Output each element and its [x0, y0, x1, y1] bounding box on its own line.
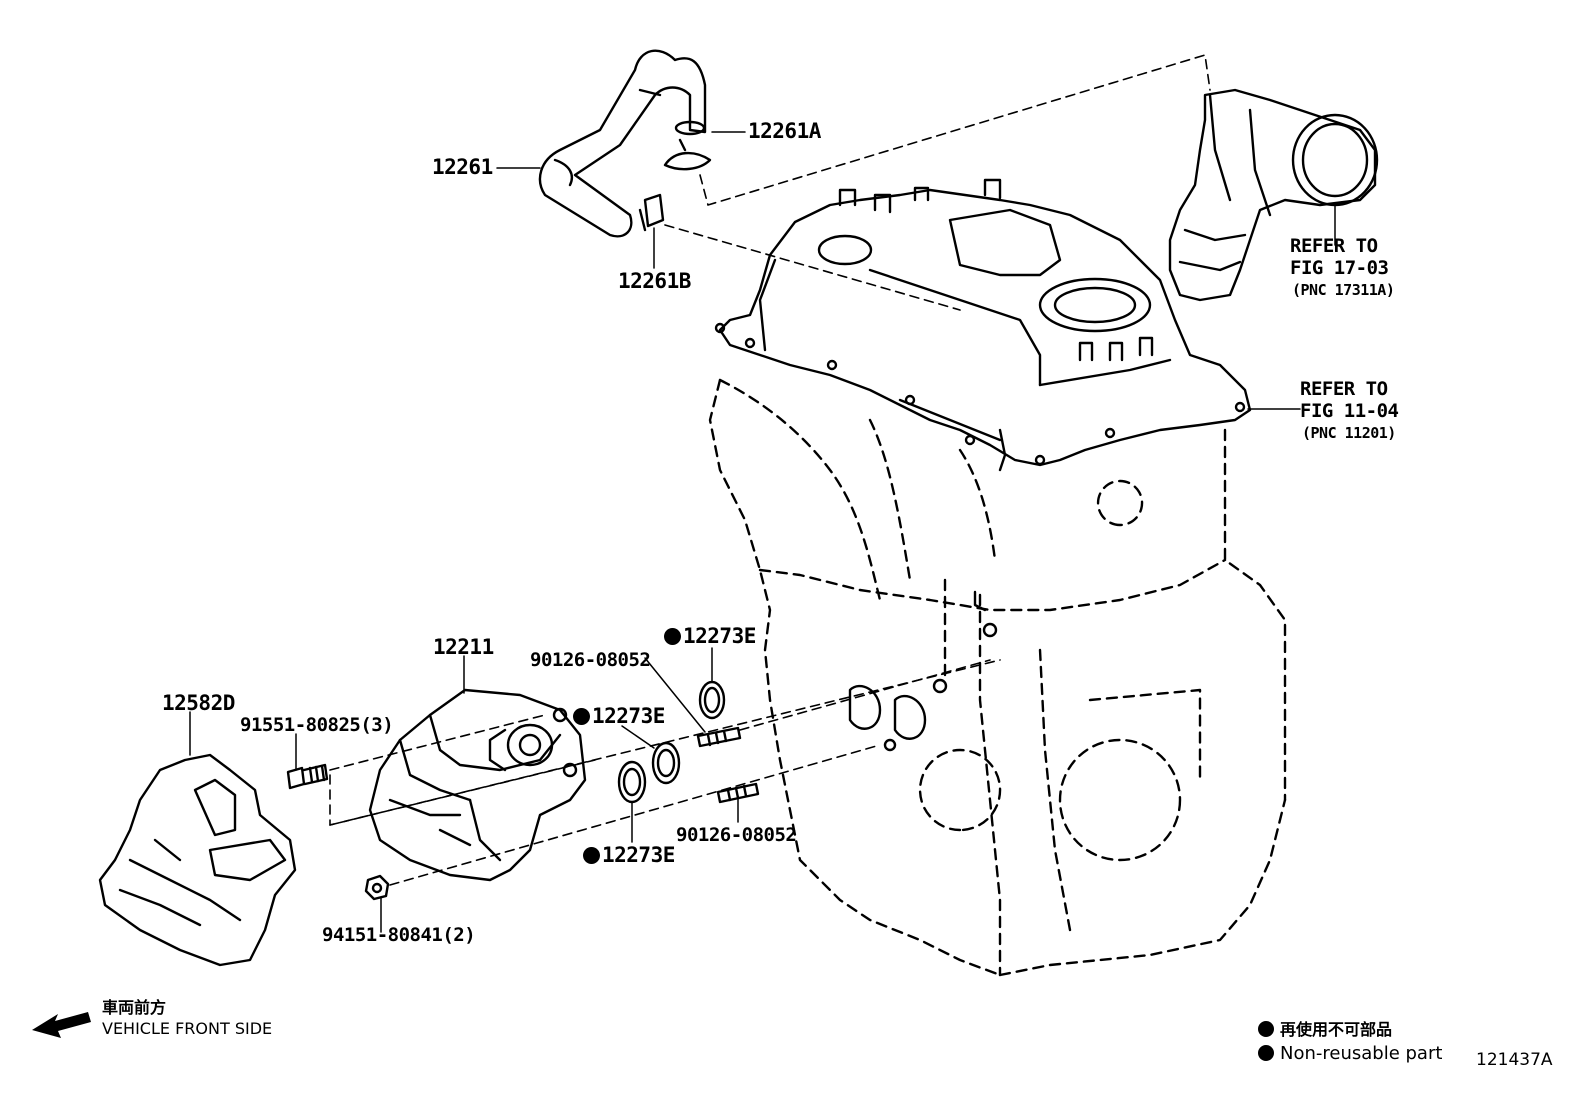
label-90126-upper: 90126-08052: [530, 649, 651, 671]
leader-lines: [189, 131, 1336, 933]
ref2-line3: (PNC 11201): [1302, 424, 1396, 442]
orientation-en: VEHICLE FRONT SIDE: [102, 1019, 273, 1038]
ref1-line3: (PNC 17311A): [1292, 281, 1395, 299]
non-reusable-dot-icon: [1258, 1045, 1274, 1061]
bolt: [286, 763, 329, 790]
pump-cover: [98, 753, 297, 967]
front-arrow-icon: [32, 1012, 91, 1038]
breather-hose: [538, 49, 712, 238]
intake-hose: [1168, 88, 1379, 302]
assembly-lines: [329, 54, 1211, 886]
label-90126-lower: 90126-08052: [676, 824, 797, 846]
ref1-line2: FIG 17-03: [1290, 257, 1389, 279]
label-12211: 12211: [433, 635, 494, 659]
engine-block: [708, 178, 1287, 977]
non-reusable-dot-icon: [573, 708, 590, 725]
label-12273e-bottom: 12273E: [583, 845, 675, 866]
legend-jp: 再使用不可部品: [1258, 1021, 1392, 1038]
figure-id: 121437A: [1476, 1050, 1553, 1070]
non-reusable-dot-icon: [664, 628, 681, 645]
label-12582d: 12582D: [162, 691, 235, 715]
label-94151: 94151-80841(2): [322, 924, 476, 946]
legend-en: Non-reusable part: [1258, 1045, 1442, 1063]
label-12273e-top: 12273E: [664, 626, 756, 647]
label-12273e-mid: 12273E: [573, 706, 665, 727]
ref1-line1: REFER TO: [1290, 235, 1378, 257]
ref2-line2: FIG 11-04: [1300, 400, 1399, 422]
water-pump: [368, 688, 587, 882]
label-91551: 91551-80825(3): [240, 714, 394, 736]
non-reusable-dot-icon: [1258, 1021, 1274, 1037]
block-ports: [848, 590, 998, 752]
nut: [364, 874, 390, 901]
orientation-jp: 車両前方: [102, 998, 167, 1017]
ref2-line1: REFER TO: [1300, 378, 1388, 400]
studs: [696, 726, 760, 804]
non-reusable-dot-icon: [583, 847, 600, 864]
label-12261b: 12261B: [618, 269, 691, 293]
label-12261: 12261: [432, 155, 493, 179]
label-12261a: 12261A: [748, 119, 821, 143]
